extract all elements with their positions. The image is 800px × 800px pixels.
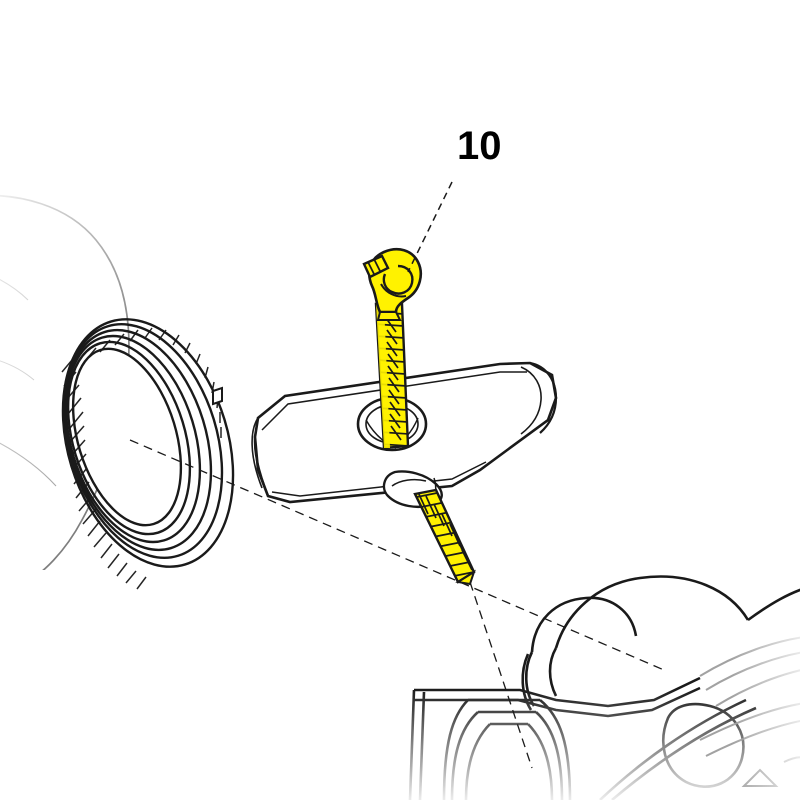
leader-callout-10 <box>407 181 453 273</box>
leader-lines <box>129 181 665 769</box>
part-coiled-ring <box>61 318 235 590</box>
ring-coil-end <box>212 386 223 406</box>
leader-bolt-to-engine <box>469 581 533 769</box>
part-engine-housing <box>408 575 800 800</box>
callout-10: 10 <box>457 124 502 168</box>
part-eye-bolt <box>362 248 476 586</box>
bolt-upper-thread <box>374 302 410 450</box>
bolt-head-tab <box>362 254 390 279</box>
engine-cooling-fins <box>699 636 800 787</box>
ring-hatching <box>61 327 222 590</box>
bolt-lower-thread <box>413 488 476 586</box>
leader-ring-to-engine <box>129 439 665 671</box>
ring-inner-bore <box>71 347 183 527</box>
bolt-tip <box>455 569 476 586</box>
bolt-eye-head <box>362 248 422 321</box>
